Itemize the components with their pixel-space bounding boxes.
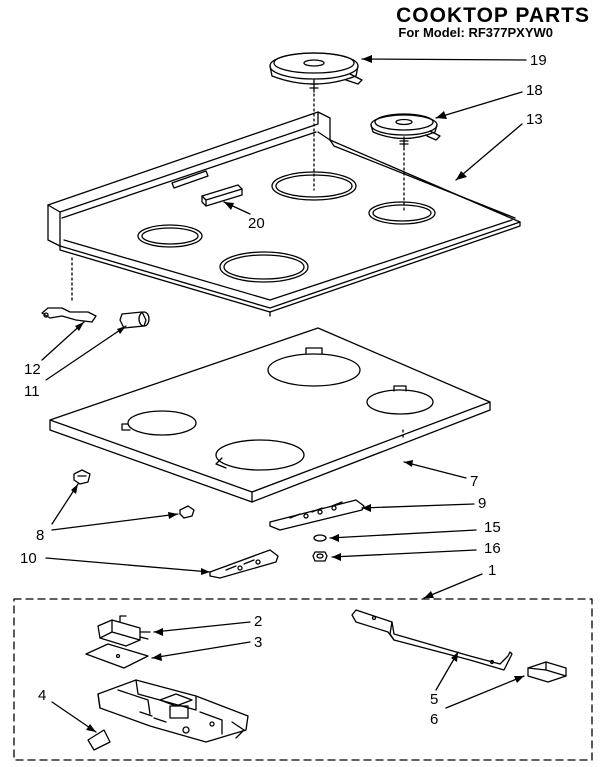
callout-8: 8	[36, 527, 44, 544]
part-1-kit-box	[13, 598, 593, 761]
control-assembly	[97, 679, 249, 743]
callout-19: 19	[530, 52, 547, 69]
callout-numbers: 19 18 13 20 12 11 7 9 15 16 8 10 1 2 3 4…	[20, 52, 547, 728]
part-10-bracket	[209, 549, 279, 579]
callout-10: 10	[20, 550, 37, 567]
part-3-insulator	[85, 643, 149, 669]
part-5-bar	[351, 609, 513, 671]
part-11-bushing	[119, 311, 150, 329]
callout-13: 13	[526, 111, 543, 128]
page-title: COOKTOP PARTS	[396, 4, 590, 27]
part-13-cooktop	[47, 111, 521, 317]
callout-16: 16	[484, 540, 501, 557]
callout-15: 15	[484, 519, 501, 536]
part-7-insulation	[49, 327, 491, 503]
callout-6: 6	[430, 711, 438, 728]
part-2-switch	[97, 615, 151, 647]
callout-9: 9	[478, 495, 486, 512]
part-18-small-element	[370, 113, 441, 148]
assembly-lines	[71, 93, 405, 441]
part-6-terminal-block	[527, 661, 567, 683]
part-15-washer	[313, 534, 327, 542]
callout-12: 12	[24, 361, 41, 378]
callout-7: 7	[470, 473, 478, 490]
callout-1: 1	[488, 562, 496, 579]
callout-20: 20	[248, 215, 265, 232]
callout-4: 4	[38, 687, 46, 704]
part-19-large-element	[269, 52, 363, 93]
callout-3: 3	[254, 634, 262, 651]
callout-11: 11	[24, 383, 40, 400]
callout-18: 18	[526, 82, 543, 99]
callout-5: 5	[430, 691, 438, 708]
part-12-bracket	[41, 307, 97, 323]
part-16-nut	[312, 551, 328, 562]
part-4-piece	[87, 729, 111, 751]
leader-arrows	[41, 55, 527, 733]
callout-2: 2	[254, 613, 262, 630]
model-subtitle: For Model: RF377PXYW0	[398, 25, 553, 40]
part-8-clips	[73, 469, 195, 519]
part-9-bracket	[269, 499, 365, 531]
part-20-trim	[201, 184, 243, 207]
